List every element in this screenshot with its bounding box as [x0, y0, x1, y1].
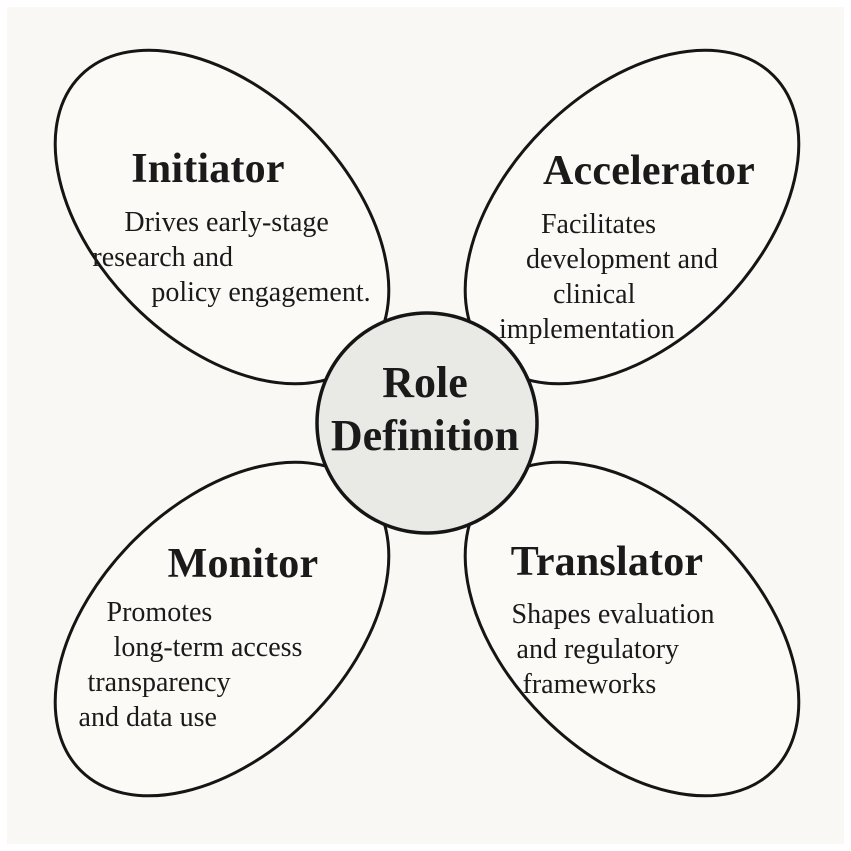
description-line: policy engagement. [151, 277, 371, 308]
description-line: Promotes [106, 597, 213, 628]
petal-title-initiator: Initiator [131, 146, 285, 192]
description-line: clinical [552, 279, 636, 310]
center-circle-shape [315, 311, 539, 535]
description-line: Drives early-stage [124, 207, 329, 238]
description-line: and regulatory [516, 634, 680, 665]
description-line: Shapes evaluation [511, 599, 715, 630]
description-line: development and [525, 244, 719, 275]
description-line: implementation [498, 314, 675, 345]
petal-title-accelerator: Accelerator [542, 148, 756, 194]
petal-title-translator: Translator [510, 539, 704, 585]
center-label-line: Role [382, 358, 468, 407]
description-line: long-term access [113, 632, 303, 663]
description-line: and data use [78, 702, 217, 733]
center-label-line: Definition [330, 411, 520, 460]
description-line: transparency [87, 667, 231, 698]
petal-description-monitor: Promotes long-term access transparency a… [79, 595, 384, 735]
description-line: frameworks [522, 669, 657, 700]
center-label: Role Definition [331, 356, 613, 462]
petal-description-initiator: Drives early-stage research and policy e… [92, 205, 451, 310]
petal-title-monitor: Monitor [167, 541, 319, 587]
petal-description-accelerator: Facilitates development and clinical imp… [499, 207, 817, 347]
petal-description-translator: Shapes evaluation and regulatory framewo… [512, 597, 819, 702]
description-line: Facilitates [540, 209, 657, 240]
description-line: research and [92, 242, 234, 273]
